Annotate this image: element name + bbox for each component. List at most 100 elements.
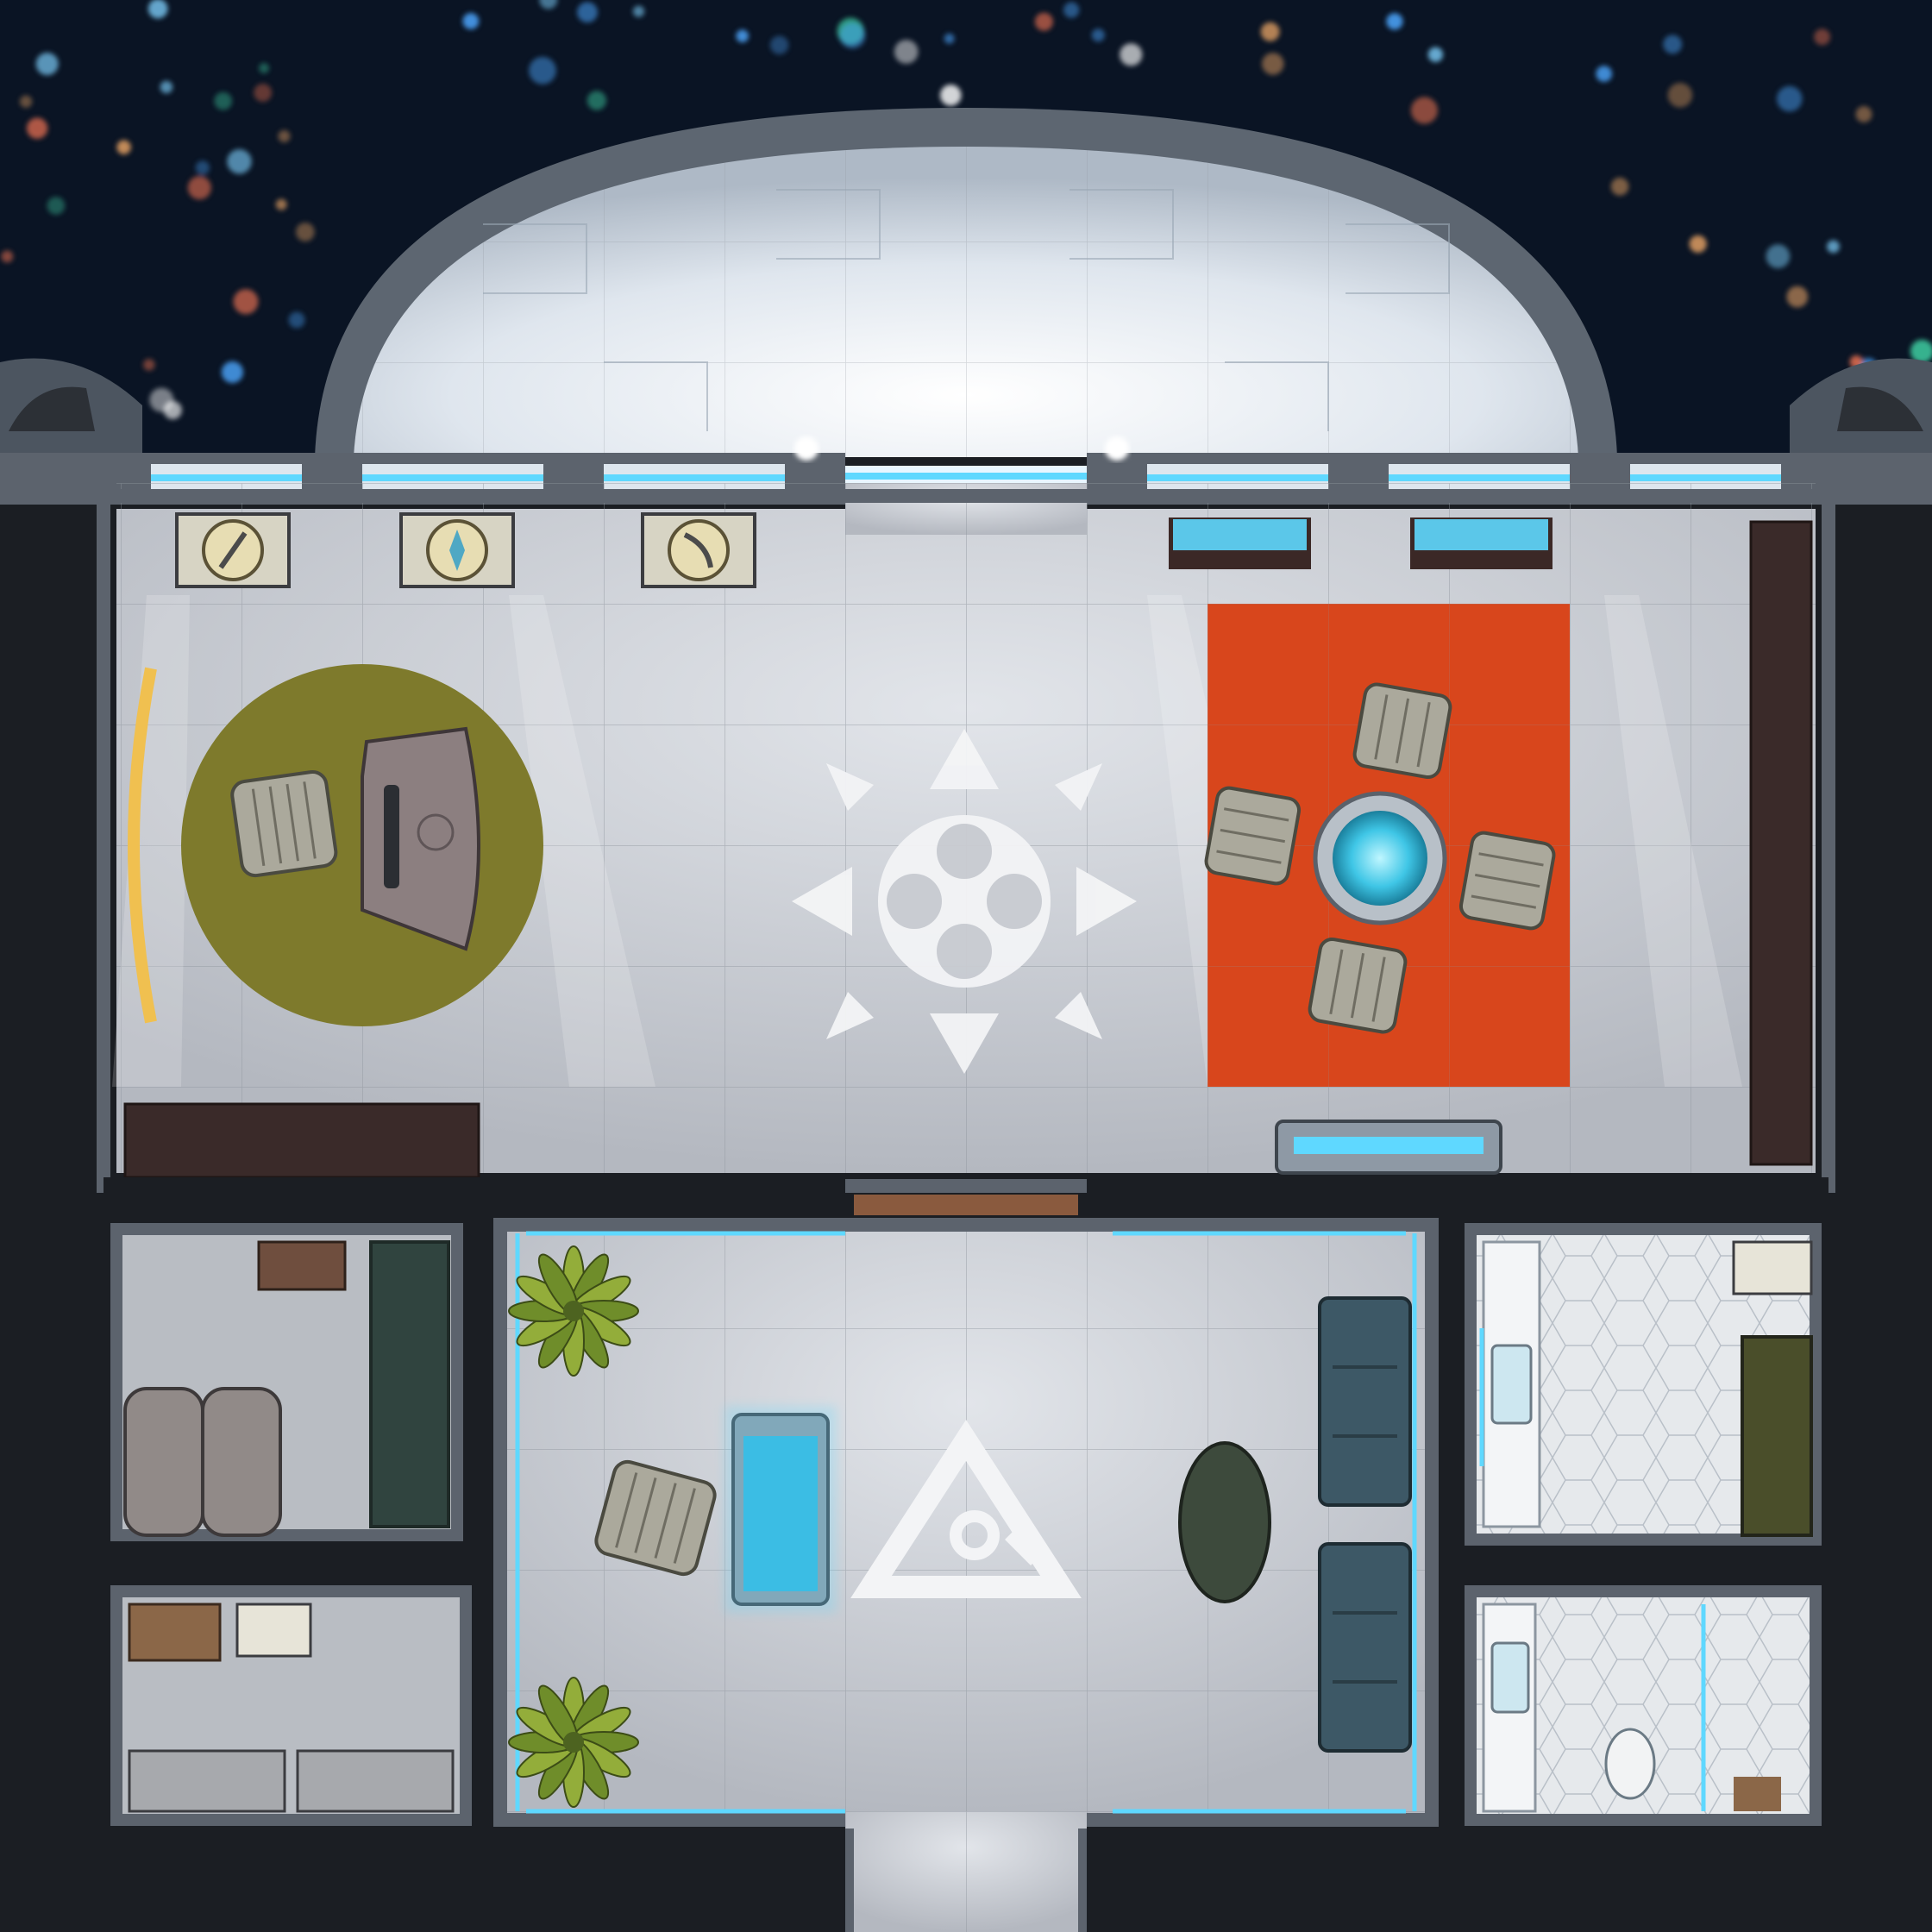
bokeh-light [47,197,66,215]
bokeh-light [160,80,173,94]
bokeh-light [195,160,210,175]
dagger-display-icon [683,532,713,568]
bokeh-light [1667,83,1693,108]
bedroom [1465,1223,1822,1546]
bokeh-light [894,40,919,64]
bokeh-light [259,63,270,73]
central-door[interactable] [854,1195,1078,1215]
bokeh-light [233,289,259,315]
bokeh-light [288,311,305,329]
bokeh-light [19,95,33,109]
triangle-eye-emblem-icon [850,1420,1082,1598]
corner-pod-left [0,358,142,453]
oval-table[interactable] [1178,1441,1271,1603]
bokeh-light [214,91,233,110]
fuel-tanks[interactable] [123,1387,282,1537]
bokeh-light [296,223,315,242]
supply-room [110,1585,472,1826]
lounge-chair[interactable] [1204,786,1302,886]
supply-shelf-right[interactable] [296,1749,455,1813]
bokeh-light [1262,53,1284,75]
lounge-chair[interactable] [1308,937,1408,1034]
lounge-chair[interactable] [1352,682,1452,780]
bokeh-light [1777,85,1803,112]
supply-shelf-left[interactable] [128,1749,286,1813]
display-cases [175,512,756,588]
middle-walls [104,1177,1828,1229]
bokeh-light [1786,285,1809,308]
lounge-chair[interactable] [1458,831,1556,931]
bokeh-light [462,13,480,29]
observation-dome [315,108,1617,457]
bokeh-light [1689,235,1707,253]
bokeh-light [1386,13,1403,30]
toilet[interactable] [1604,1728,1656,1800]
bokeh-light [1610,177,1629,196]
supply-crate[interactable] [257,1240,347,1291]
bokeh-light [1120,43,1143,66]
bokeh-light [1091,28,1105,42]
bathroom [1465,1585,1822,1826]
bokeh-light [147,0,168,19]
bokeh-light [1260,22,1280,41]
bokeh-light [1596,66,1613,82]
bokeh-light [577,2,598,23]
bokeh-light [1814,28,1831,46]
bokeh-light [529,56,556,85]
sofa-top[interactable] [1318,1296,1412,1507]
bokeh-light [35,53,59,76]
crystal-display-icon [449,530,465,571]
bokeh-light [275,198,287,210]
bokeh-light [944,33,955,44]
bokeh-light [1410,97,1438,124]
cabinet-left[interactable] [123,1102,480,1179]
bokeh-light [1766,244,1791,269]
bokeh-light [1,250,14,263]
bokeh-light [839,22,866,49]
bokeh-light [1063,2,1080,18]
common-room [493,1218,1439,1932]
bokeh-light [1855,106,1872,122]
bokeh-light [539,0,558,9]
bathroom-sink[interactable] [1490,1641,1530,1714]
bokeh-light [1034,12,1053,31]
holo-bed[interactable] [724,1406,837,1613]
bokeh-light [586,91,607,110]
bokeh-light [149,387,174,412]
bokeh-light [1427,47,1444,62]
lit-wall-panel [128,667,157,1024]
bokeh-light [187,176,211,200]
bokeh-light [221,361,243,384]
hall-console[interactable] [1275,1120,1502,1175]
storage-room [110,1223,463,1541]
cabinet-right[interactable] [1749,520,1813,1166]
bokeh-light [940,85,962,106]
office-chair[interactable] [230,770,338,878]
office-area [128,664,543,1026]
sofa-bottom[interactable] [1318,1542,1412,1753]
lounge-area [1204,604,1570,1087]
bedroom-sink[interactable] [1490,1344,1533,1425]
bokeh-light [736,29,750,43]
bokeh-light [1663,34,1683,54]
bokeh-light [1910,339,1932,363]
shower-drain [1734,1777,1781,1811]
sword-display-icon [218,531,248,569]
supply-terminal[interactable] [235,1603,312,1658]
bokeh-light [26,117,48,139]
bokeh-light [254,84,273,102]
potted-plant [508,1677,639,1808]
supply-box[interactable] [128,1603,222,1662]
corner-pod-right [1790,358,1932,453]
main-hall-walls [97,489,1835,1193]
storage-lockers[interactable] [369,1240,450,1528]
bed[interactable] [1741,1335,1813,1537]
bokeh-light [278,129,291,143]
nightstand[interactable] [1732,1240,1813,1295]
common-room-armchair[interactable] [593,1458,718,1577]
bokeh-light [1827,240,1840,254]
compass-star-emblem-icon [792,729,1137,1074]
bokeh-light [769,35,789,55]
potted-plant [508,1245,639,1377]
